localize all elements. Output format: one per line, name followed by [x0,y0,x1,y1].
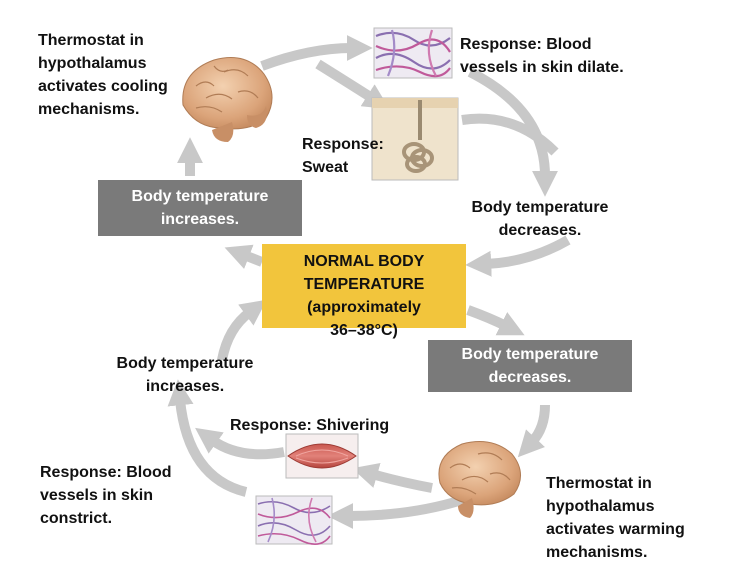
response-dilate-label: Response: Blood vessels in skin dilate. [460,36,624,76]
brain-icon [438,441,521,518]
response-shivering-label: Response: Shivering [230,417,390,434]
arrow-box-to-brain-bottom [517,404,550,458]
arrow-brain-to-muscle [352,462,433,493]
arrow-brain-to-sweat [315,59,390,110]
response-sweat-label: Response: Sweat [302,136,384,176]
arrows [167,35,571,529]
brain-icon [182,57,273,142]
normal-body-temperature-box: NORMAL BODY TEMPERATURE (approximately 3… [262,244,466,339]
sweat-gland-icon [371,97,459,181]
blood-vessels-icon [255,495,333,545]
arrow-brain-to-dilate [260,35,373,71]
temp-decreases-top-label: Body temperature decreases. [471,199,609,239]
thermostat-warming-label: Thermostat in hypothalamus activates war… [546,475,685,561]
arrow-brain-to-vessels [327,495,464,529]
body-temp-decreases-box: Body temperature decreases. [428,340,632,392]
arrow-muscle-to-left [195,427,285,460]
temp-increases-bottom-label: Body temperature increases. [116,355,254,395]
arrow-sweat-to-right [461,113,559,156]
arrow-dilate-to-decreases [467,67,558,197]
body-temp-increases-box: Body temperature increases. [98,180,302,236]
arrow-center-to-box-bottom [466,305,525,336]
arrow-center-to-box-top [224,244,264,270]
arrow-vessels-to-increases [167,379,248,497]
arrow-decreases-to-center [465,235,571,277]
arrow-increases-to-center [217,299,267,362]
response-constrict-label: Response: Blood vessels in skin constric… [40,464,172,527]
thermostat-cooling-label: Thermostat in hypothalamus activates coo… [38,32,168,118]
muscle-icon [285,433,359,479]
blood-vessels-icon [373,27,453,79]
